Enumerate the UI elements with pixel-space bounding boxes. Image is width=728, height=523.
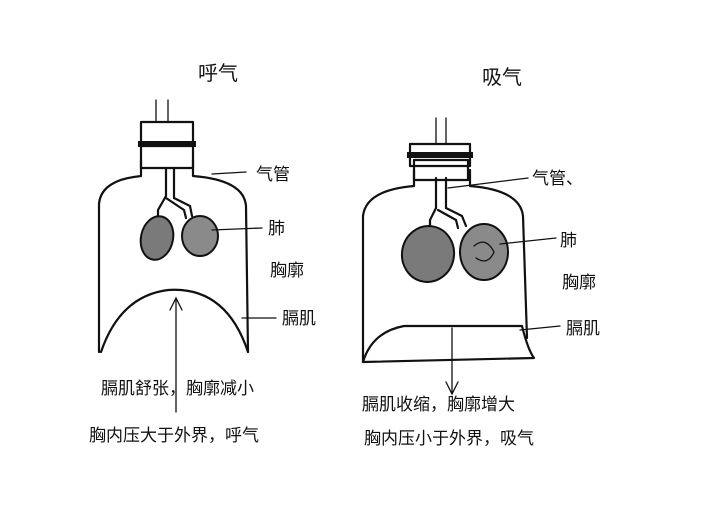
inhale-right-lung bbox=[459, 223, 509, 281]
inhale-label-lung: 肺 bbox=[560, 231, 577, 251]
exhale-label-diaphragm: 膈肌 bbox=[282, 309, 316, 329]
exhale-label-chest: 胸廓 bbox=[270, 261, 304, 281]
inhale-left-lung bbox=[400, 225, 456, 283]
exhale-diaphragm bbox=[99, 288, 250, 354]
exhale-stopper bbox=[138, 120, 196, 170]
exhale-label-trachea: 气管 bbox=[256, 165, 290, 185]
inhale-arrow-down bbox=[445, 327, 459, 396]
inhale-panel: 吸气 bbox=[361, 65, 600, 449]
inhale-bell-jar bbox=[361, 168, 529, 364]
exhale-trachea bbox=[156, 166, 194, 224]
inhale-trachea-leader bbox=[447, 177, 529, 189]
inhale-lung-leader bbox=[499, 237, 557, 245]
inhale-caption-1: 膈肌收缩，胸廓增大 bbox=[362, 395, 515, 415]
exhale-lung-leader bbox=[211, 227, 263, 231]
exhale-caption-1: 膈肌舒张，胸廓减小 bbox=[101, 379, 254, 399]
exhale-title: 呼气 bbox=[198, 61, 238, 85]
exhale-left-lung bbox=[139, 215, 175, 261]
inhale-tube bbox=[435, 117, 447, 145]
inhale-trachea bbox=[428, 176, 468, 230]
exhale-trachea-leader bbox=[211, 171, 247, 175]
inhale-label-chest: 胸廓 bbox=[562, 273, 596, 293]
exhale-right-lung bbox=[181, 215, 219, 257]
inhale-stopper bbox=[407, 142, 473, 182]
exhale-panel: 呼气 bbox=[89, 61, 316, 446]
inhale-title: 吸气 bbox=[482, 65, 522, 89]
exhale-label-lung: 肺 bbox=[268, 219, 285, 239]
inhale-diaphragm bbox=[361, 324, 536, 364]
exhale-caption-2: 胸内压大于外界，呼气 bbox=[89, 426, 259, 446]
inhale-label-trachea: 气管、 bbox=[532, 169, 583, 189]
inhale-diaphragm-leader bbox=[519, 325, 561, 331]
exhale-tube bbox=[155, 99, 169, 123]
exhale-arrow-up bbox=[169, 296, 183, 413]
inhale-lung-scribble bbox=[473, 241, 495, 262]
inhale-caption-2: 胸内压小于外界，吸气 bbox=[364, 429, 534, 449]
exhale-bell-jar bbox=[97, 158, 250, 354]
inhale-label-diaphragm: 膈肌 bbox=[566, 319, 600, 339]
